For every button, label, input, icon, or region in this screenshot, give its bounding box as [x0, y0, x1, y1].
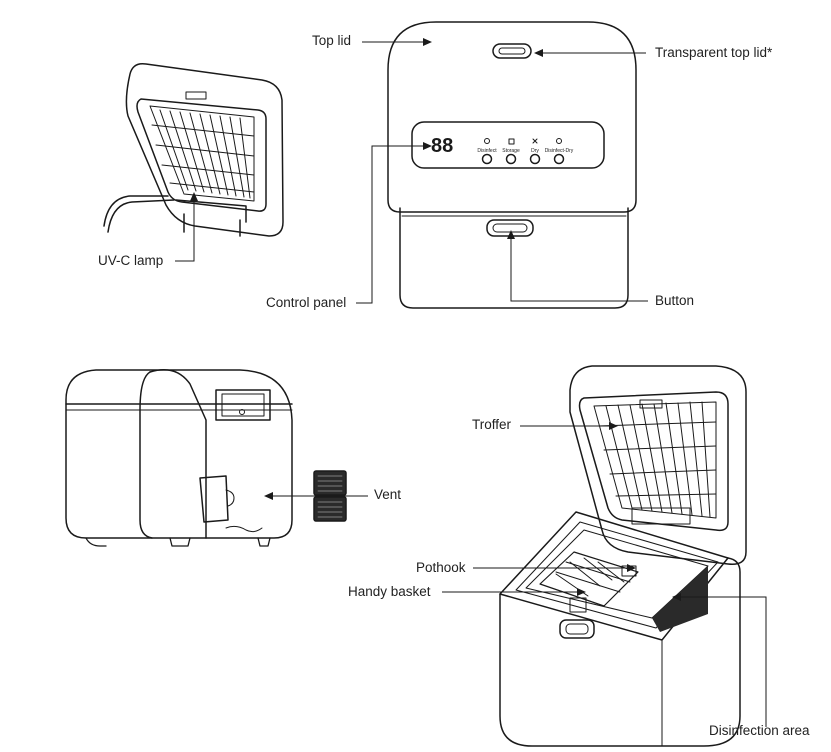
open-lid-uvc-view — [103, 62, 284, 237]
label-button: Button — [655, 293, 695, 308]
label-disinfection-area: Disinfection area — [709, 723, 810, 738]
label-uvc-lamp: UV-C lamp — [98, 253, 164, 268]
open-device-basket-view — [499, 365, 747, 747]
label-transparent-top-lid: Transparent top lid* — [655, 45, 773, 60]
mode-label-disinfect-dry: Disinfect-Dry — [545, 148, 574, 154]
label-pothook: Pothook — [416, 560, 466, 575]
leader-lines — [175, 41, 767, 727]
side-view-device — [65, 369, 293, 547]
mode-labels: Disinfect Storage Dry Disinfect-Dry — [477, 148, 573, 154]
label-vent: Vent — [374, 487, 402, 502]
label-handy-basket: Handy basket — [348, 584, 431, 599]
mode-label-disinfect: Disinfect — [477, 148, 497, 154]
label-top-lid: Top lid — [312, 33, 352, 48]
label-control-panel: Control panel — [266, 295, 347, 310]
label-troffer: Troffer — [472, 417, 512, 432]
vent-filter-pieces — [313, 470, 347, 522]
mode-label-dry: Dry — [531, 148, 539, 154]
leader-arrowheads — [190, 38, 681, 601]
display-digits: 88 — [431, 135, 453, 157]
mode-label-storage: Storage — [502, 148, 520, 154]
front-view-device: 88 — [387, 21, 637, 309]
